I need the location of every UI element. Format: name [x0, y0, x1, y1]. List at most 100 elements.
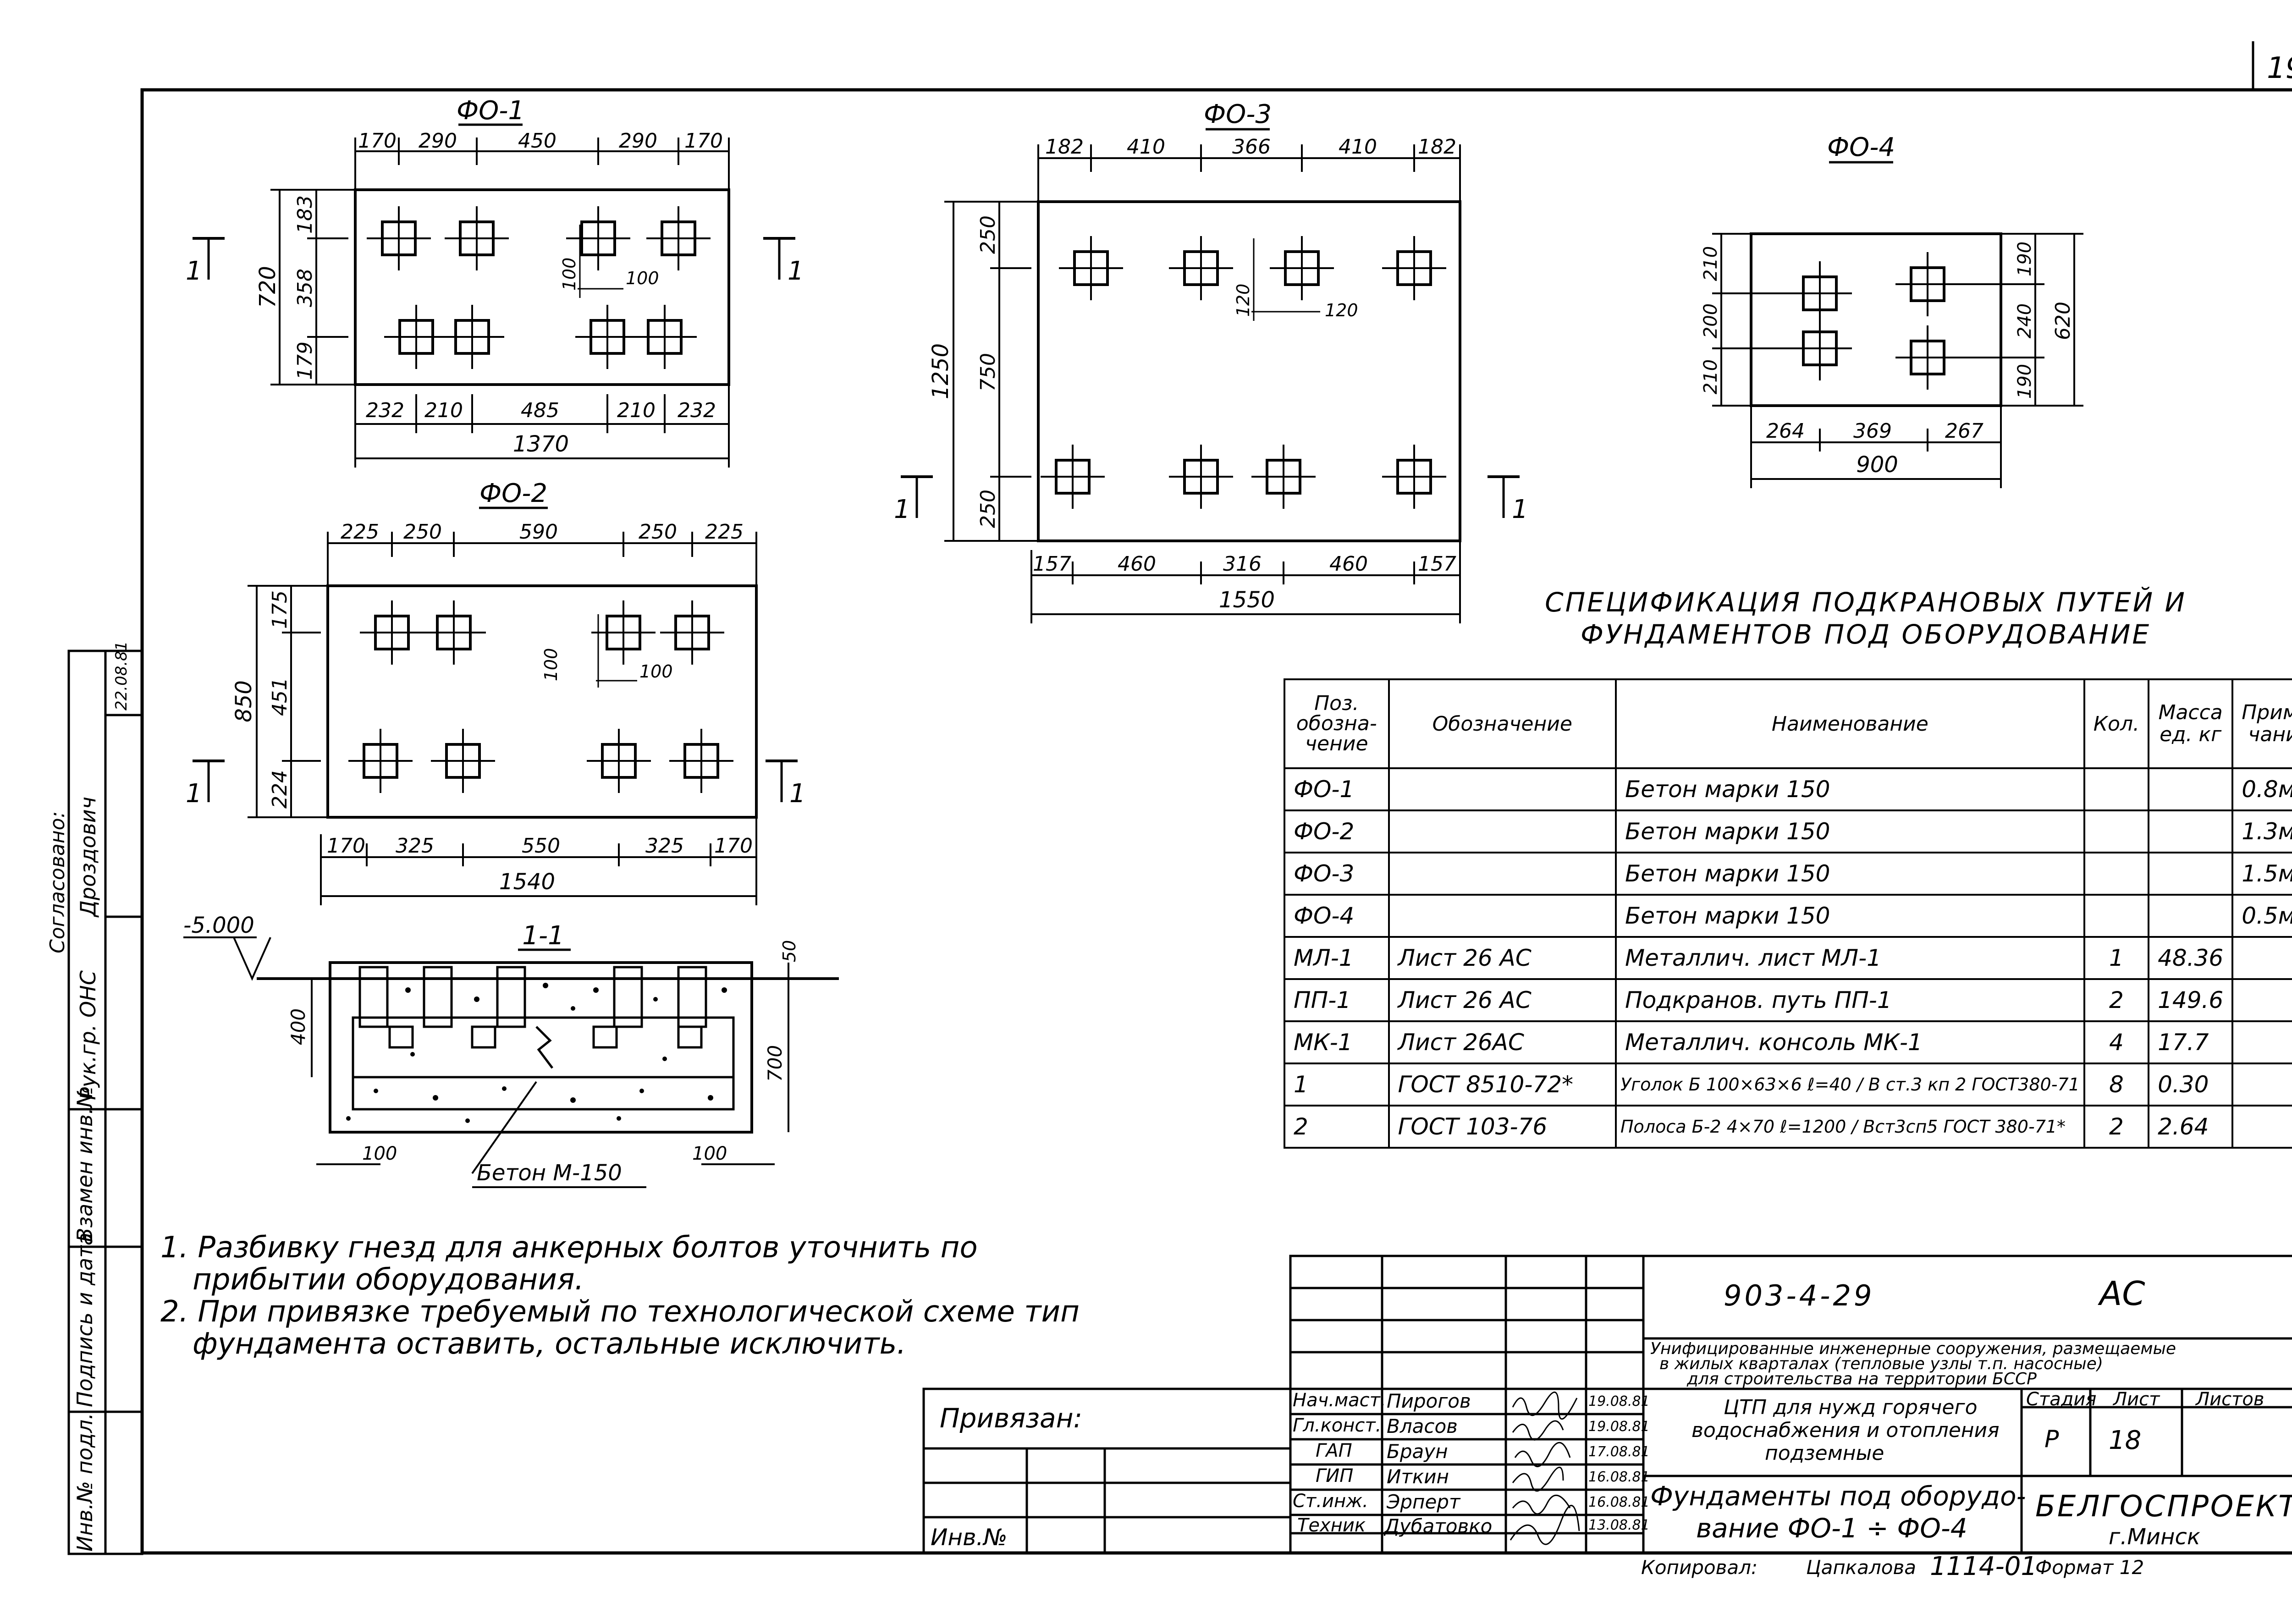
fo2-bottom-dim: 550 [522, 834, 560, 858]
stage-value: Р [2044, 1426, 2059, 1453]
fo3-top-dim: 182 [1418, 135, 1456, 159]
fo2-top-dim: 225 [341, 520, 379, 544]
fo3-top-dim: 366 [1232, 135, 1271, 159]
section-dim: 50 [779, 940, 799, 962]
fo1-bottom-dim: 232 [366, 399, 404, 422]
section-mark: 1 [186, 256, 202, 286]
sheet-title-line-1: Фундаменты под оборудо- [1650, 1481, 2026, 1512]
section-dim: 400 [287, 1008, 309, 1045]
spec-cell: 1 [1284, 1062, 1390, 1107]
spec-cell [1388, 809, 1617, 853]
fo4-total-width: 900 [1856, 452, 1898, 478]
spec-cell: 2 [1284, 1105, 1390, 1149]
inv-label: Инв.№ [931, 1524, 1008, 1551]
section-mark: 1 [186, 779, 202, 809]
fo4-total-height: 620 [2051, 302, 2075, 340]
section-mark: 1 [1512, 495, 1528, 524]
spec-cell: Лист 26 АС [1388, 936, 1617, 980]
spec-header: Наименование [1614, 678, 2085, 769]
fo1-plan: ФО-1 170 290 450 290 170 232 210 485 210… [186, 96, 804, 468]
spec-cell: Лист 26АС [1388, 1020, 1617, 1064]
fo3-bottom-dim: 157 [1418, 552, 1456, 576]
section-dim: 100 [362, 1143, 397, 1164]
spec-cell [1388, 852, 1617, 896]
spec-cell: 4 [2083, 1020, 2150, 1064]
person-name: Иткин [1387, 1465, 1449, 1488]
signatures [1510, 1392, 1580, 1545]
role: ГИП [1316, 1465, 1354, 1486]
spec-cell [2148, 809, 2234, 853]
page-number: 19 [2267, 51, 2292, 85]
fo4-right-dim: 240 [2014, 303, 2035, 338]
fo2-top-dim: 250 [639, 520, 677, 544]
copied-by: Цапкалова [1806, 1556, 1916, 1579]
section-dim: 100 [692, 1143, 727, 1164]
spec-cell: Уголок Б 100×63×6 ℓ=40 / В ст.3 кп 2 ГОС… [1614, 1062, 2085, 1107]
spec-title-line2: ФУНДАМЕНТОВ ПОД ОБОРУДОВАНИЕ [1581, 619, 2151, 650]
fo1-top-dim: 290 [419, 129, 457, 153]
spec-cell: ГОСТ 8510-72* [1388, 1062, 1617, 1107]
spec-cell: Полоса Б-2 4×70 ℓ=1200 / Вст3сп5 ГОСТ 38… [1614, 1105, 2085, 1149]
person-name: Пирогов [1387, 1390, 1471, 1412]
fo1-top-dim: 290 [619, 129, 657, 153]
spec-title-line1: СПЕЦИФИКАЦИЯ ПОДКРАНОВЫХ ПУТЕЙ И [1545, 587, 2187, 618]
doc-mark: АС [2099, 1274, 2145, 1313]
spec-header: Обозначение [1388, 678, 1617, 769]
fo2-top-dim: 225 [705, 520, 744, 544]
fo3-left-dim: 250 [976, 490, 1000, 528]
spec-cell: Бетон марки 150 [1614, 809, 2085, 853]
note-1: 1. Разбивку гнезд для анкерных болтов ут… [160, 1231, 978, 1265]
fo3-top-dim: 410 [1127, 135, 1165, 159]
spec-cell [2231, 1062, 2292, 1107]
fo2-bottom-dim: 325 [396, 834, 434, 858]
fo2-left-dim: 175 [268, 590, 292, 629]
side-head-name: Дроздович [76, 797, 100, 917]
sign-date: 16.08.81 [1588, 1494, 1650, 1510]
sign-date: 17.08.81 [1588, 1444, 1650, 1460]
spec-cell: ГОСТ 103-76 [1388, 1105, 1617, 1149]
fo3-plan: ФО-3 182 410 366 410 182 157 460 316 460… [894, 99, 1528, 623]
project-line-1: Унифицированные инженерные сооружения, р… [1650, 1339, 2176, 1358]
role: Ст.инж. [1293, 1491, 1368, 1512]
fo3-top-dim: 182 [1045, 135, 1084, 159]
fo3-bottom-dim: 157 [1033, 552, 1071, 576]
format-label: Формат 12 [2035, 1556, 2144, 1579]
project-line-3: для строительства на территории БССР [1687, 1370, 2037, 1388]
role: Гл.конст. [1293, 1415, 1382, 1436]
spec-cell [1388, 894, 1617, 938]
fo2-bottom-dim: 325 [645, 834, 684, 858]
object-line-1: ЦТП для нужд горячего [1724, 1396, 1978, 1419]
fo3-total-height: 1250 [928, 343, 953, 399]
org-name: БЕЛГОСПРОЕКТ [2035, 1490, 2292, 1524]
spec-cell: Бетон марки 150 [1614, 894, 2085, 938]
spec-cell: ФО-1 [1284, 767, 1390, 811]
fo2-detail-dim: 100 [541, 648, 561, 682]
fo2-plan: ФО-2 225 250 590 250 225 170 325 550 325… [186, 479, 806, 905]
fo3-bottom-dim: 460 [1118, 552, 1156, 576]
spec-cell [2083, 852, 2150, 896]
fo4-bottom-dim: 267 [1945, 419, 1983, 443]
spec-cell: 2 [2083, 1105, 2150, 1149]
spec-cell: ФО-2 [1284, 809, 1390, 853]
spec-cell: 8 [2083, 1062, 2150, 1107]
fo3-top-dim: 410 [1339, 135, 1377, 159]
sign-date: 19.08.81 [1588, 1419, 1650, 1435]
section-mark: 1 [788, 256, 804, 286]
spec-cell: МК-1 [1284, 1020, 1390, 1064]
fo2-total-width: 1540 [499, 869, 555, 895]
project-line-2: в жилых кварталах (тепловые узлы т.п. на… [1659, 1354, 2103, 1373]
section-mark: 1 [894, 495, 910, 524]
fo4-title: ФО-4 [1827, 132, 1895, 162]
fo1-total-height: 720 [255, 266, 281, 308]
sign-date: 16.08.81 [1588, 1469, 1650, 1485]
person-name: Власов [1387, 1415, 1458, 1437]
spec-cell: МЛ-1 [1284, 936, 1390, 980]
fo3-left-dim: 250 [976, 215, 1000, 254]
spec-cell: 1 [2083, 936, 2150, 980]
spec-cell: 2.64 [2148, 1105, 2234, 1149]
spec-cell: Подкранов. путь ПП-1 [1614, 978, 2085, 1022]
